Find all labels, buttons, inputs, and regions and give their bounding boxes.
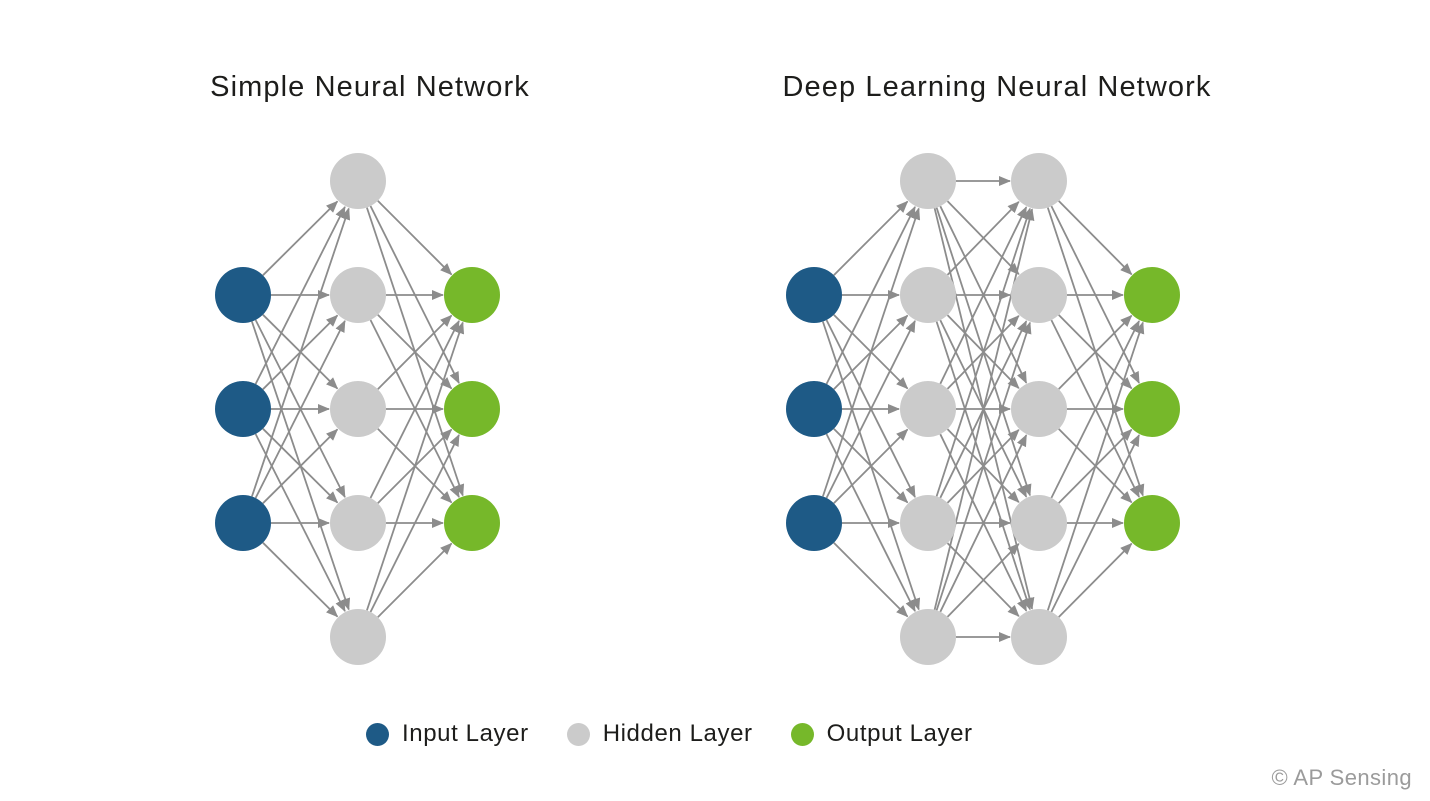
simple-network-edges: [251, 200, 465, 618]
simple-output-layer2-node-1: [444, 267, 500, 323]
deep-output-layer3-node-3: [1124, 495, 1180, 551]
edge: [369, 434, 460, 613]
deep-network-nodes: [786, 153, 1180, 665]
edge: [377, 200, 453, 276]
deep-hidden-layer1-node-4: [900, 495, 956, 551]
simple-hidden-layer1-node-5: [330, 609, 386, 665]
edge: [935, 207, 1032, 497]
edge: [833, 428, 909, 504]
deep-hidden-layer2-node-4: [1011, 495, 1067, 551]
simple-hidden-layer1-node-1: [330, 153, 386, 209]
edge: [825, 206, 916, 385]
edge: [939, 434, 1028, 613]
edge: [254, 206, 346, 385]
simple-hidden-layer1-node-3: [330, 381, 386, 437]
deep-hidden-layer2-node-3: [1011, 381, 1067, 437]
deep-hidden-layer1-node-3: [900, 381, 956, 437]
legend-label-output: Output Layer: [826, 720, 973, 747]
edge: [946, 543, 1020, 618]
simple-hidden-layer1-node-4: [330, 495, 386, 551]
deep-output-layer3-node-1: [1124, 267, 1180, 323]
edge: [262, 428, 339, 504]
deep-input-layer0-node-1: [786, 267, 842, 323]
legend-item-hidden: Hidden Layer: [566, 720, 753, 748]
edge: [369, 320, 460, 499]
hidden-layer-swatch: [566, 722, 590, 746]
output-layer-swatch: [790, 722, 814, 746]
deep-hidden-layer1-node-5: [900, 609, 956, 665]
deep-hidden-layer2-node-1: [1011, 153, 1067, 209]
legend-label-input: Input Layer: [402, 720, 529, 747]
deep-network-edges: [822, 176, 1145, 642]
deep-hidden-layer2-node-2: [1011, 267, 1067, 323]
legend: Input Layer Hidden Layer Output Layer: [366, 718, 973, 750]
edge: [822, 207, 921, 497]
edge: [933, 208, 1035, 611]
edge: [833, 542, 909, 618]
edge: [377, 314, 453, 390]
simple-hidden-layer1-node-2: [330, 267, 386, 323]
edge: [251, 207, 351, 497]
edge: [935, 321, 1032, 611]
edge: [366, 321, 465, 611]
simple-input-layer0-node-1: [215, 267, 271, 323]
deep-input-layer0-node-3: [786, 495, 842, 551]
edge: [1058, 542, 1133, 618]
simple-output-layer2-node-3: [444, 495, 500, 551]
deep-hidden-layer1-node-1: [900, 153, 956, 209]
deep-hidden-layer2-node-5: [1011, 609, 1067, 665]
simple-network-title: Simple Neural Network: [210, 71, 530, 103]
deep-output-layer3-node-2: [1124, 381, 1180, 437]
edge: [262, 542, 339, 618]
legend-label-hidden: Hidden Layer: [602, 720, 753, 747]
simple-input-layer0-node-2: [215, 381, 271, 437]
deep-input-layer0-node-2: [786, 381, 842, 437]
edge: [939, 206, 1028, 385]
edge: [262, 200, 339, 276]
legend-item-input: Input Layer: [366, 720, 529, 748]
edge: [1050, 320, 1140, 499]
edge: [254, 320, 346, 499]
edge: [1058, 314, 1133, 390]
edge: [377, 542, 453, 618]
simple-input-layer0-node-3: [215, 495, 271, 551]
edge: [1050, 434, 1140, 613]
edge: [1046, 321, 1145, 611]
deep-network-title: Deep Learning Neural Network: [782, 71, 1212, 103]
legend-item-output: Output Layer: [790, 720, 973, 748]
edge: [825, 320, 916, 499]
input-layer-swatch: [366, 722, 389, 746]
deep-hidden-layer1-node-2: [900, 267, 956, 323]
simple-network-nodes: [215, 153, 500, 665]
edge: [1058, 200, 1133, 276]
simple-output-layer2-node-2: [444, 381, 500, 437]
edge: [946, 201, 1020, 276]
watermark: © AP Sensing: [1271, 765, 1412, 790]
edge: [833, 200, 909, 276]
